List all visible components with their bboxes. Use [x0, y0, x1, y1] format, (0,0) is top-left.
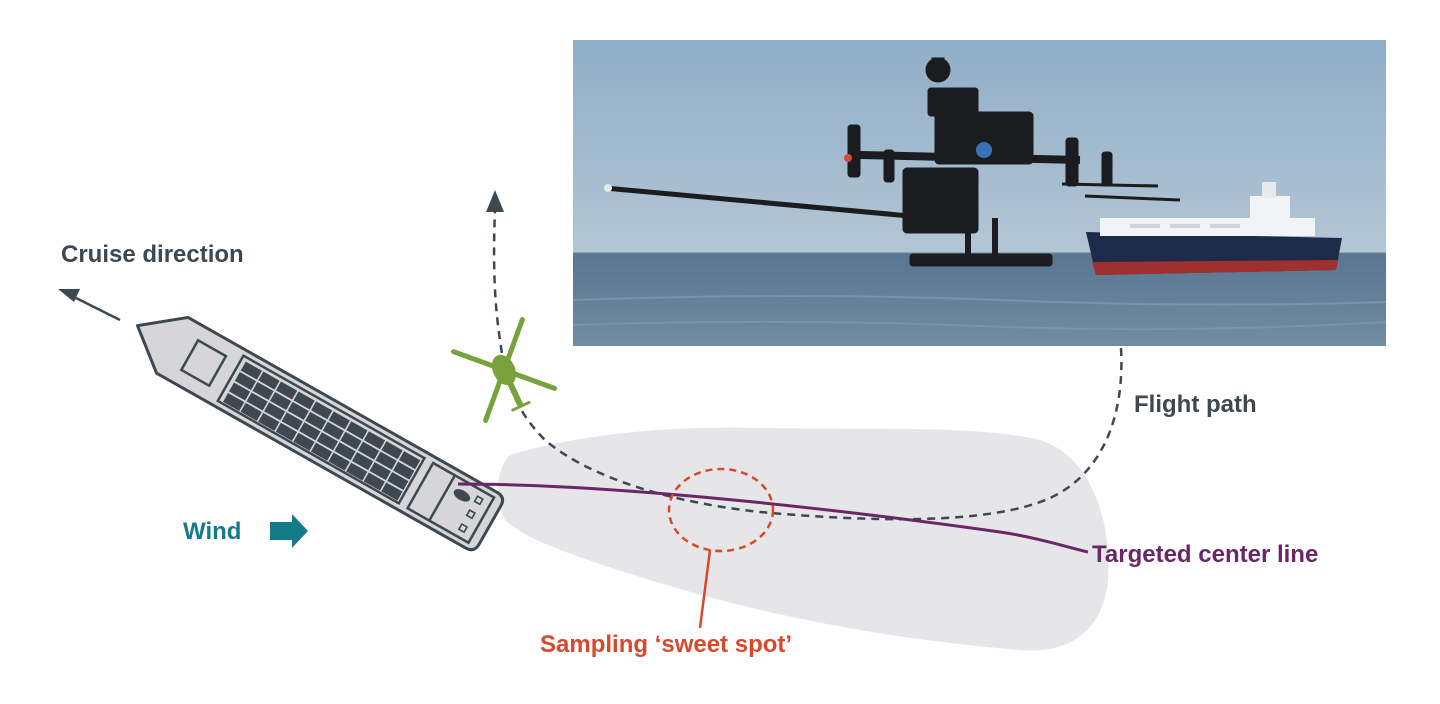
ship-container	[399, 451, 421, 470]
ship-container	[357, 441, 380, 460]
ship-container	[234, 372, 257, 391]
sweet-spot-circle	[667, 467, 775, 553]
ship-container	[228, 382, 251, 401]
ship-container	[293, 432, 315, 451]
flight-path-label: Flight path	[1134, 391, 1257, 418]
ship-container	[299, 422, 321, 441]
targeted-center-line-label: Targeted center line	[1092, 541, 1318, 568]
ship-container	[328, 452, 350, 471]
right-arrow-icon	[270, 514, 308, 548]
ship-container	[240, 361, 262, 380]
ship-container	[270, 391, 292, 410]
targeted-center-line	[457, 482, 1089, 554]
ship-container	[328, 411, 350, 430]
ship-bow-hatch	[179, 338, 228, 388]
ship-container	[264, 402, 286, 421]
ship-container	[310, 442, 333, 461]
ship-container	[240, 402, 262, 421]
ship-container	[381, 482, 403, 501]
ship-container	[322, 421, 344, 440]
ship-container	[258, 412, 280, 431]
ship-container	[369, 462, 391, 481]
ship-container	[316, 432, 339, 451]
photo-tanker-ship	[1086, 182, 1342, 275]
ship-funnel	[453, 489, 471, 502]
ship-container	[393, 461, 415, 480]
photo-drone	[604, 57, 1181, 267]
ship-container	[287, 401, 309, 420]
ship-container	[281, 412, 303, 431]
drone-photo	[572, 40, 1387, 346]
ship-container	[340, 431, 362, 450]
ship-container	[363, 472, 385, 491]
sweet-spot-leader	[698, 549, 712, 629]
ship-container	[311, 401, 333, 420]
ship-container	[381, 441, 403, 460]
ship-container	[252, 382, 274, 401]
cruise-direction-arrow	[58, 289, 121, 322]
wind-label: Wind	[183, 518, 241, 545]
ship-container	[293, 391, 315, 410]
flight-path-line	[492, 209, 1123, 521]
ship	[135, 315, 505, 552]
ship-container	[346, 421, 368, 440]
ship-container	[223, 392, 245, 411]
arrow-icon	[58, 289, 80, 302]
ship-container	[363, 431, 386, 450]
ship-container	[258, 371, 280, 390]
ship-container	[346, 462, 368, 481]
drone-icon	[451, 317, 557, 423]
ship-container	[375, 451, 397, 470]
ship-container	[246, 392, 268, 411]
ship-deckhouse	[405, 461, 496, 545]
ship-container	[352, 452, 374, 471]
flight-path-arrowhead	[486, 190, 504, 212]
exhaust-plume	[498, 427, 1109, 651]
ship-container	[387, 472, 409, 491]
ship-containers	[223, 361, 421, 501]
ship-container	[305, 411, 327, 430]
ship-container	[334, 442, 356, 461]
sweet-spot-label: Sampling ‘sweet spot’	[540, 631, 792, 658]
ship-container	[275, 422, 298, 441]
ship-hull	[135, 315, 505, 552]
ship-cargo-deck	[216, 353, 427, 506]
cruise-direction-label: Cruise direction	[61, 241, 244, 268]
ship-container	[275, 381, 298, 400]
